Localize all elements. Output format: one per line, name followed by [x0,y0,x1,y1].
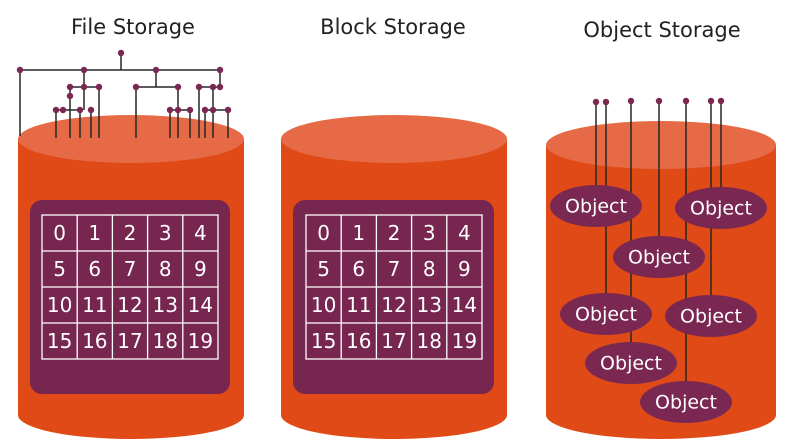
file-storage-title: File Storage [71,15,195,39]
object-node-1: Object [550,185,642,227]
object-ellipse [640,381,732,423]
object-node-3: Object [613,236,705,278]
block-grid-cell-8: 8 [423,257,436,281]
object-ellipse [550,185,642,227]
block-grid-cell-14: 14 [452,293,477,317]
object-node-2: Object [675,187,767,229]
block-grid-cell-13: 13 [416,293,441,317]
object-node-4: Object [560,293,652,335]
block-grid-cell-11: 11 [346,293,371,317]
file-grid-panel [30,200,230,394]
file-grid-cell-9: 9 [194,257,207,281]
file-grid-cell-1: 1 [88,221,101,245]
file-tree-nodes [16,49,232,114]
object-cylinder-top [546,121,776,169]
block-grid-cell-9: 9 [458,257,471,281]
object-ellipse [675,187,767,229]
file-grid-cell-8: 8 [159,257,172,281]
block-grid-cell-12: 12 [381,293,406,317]
file-cylinder-top [18,115,244,163]
block-grid-cell-18: 18 [416,329,441,353]
object-label: Object [628,247,690,269]
block-grid-cell-1: 1 [352,221,365,245]
file-grid-cell-14: 14 [188,293,213,317]
file-grid-cell-12: 12 [117,293,142,317]
object-node-6: Object [585,342,677,384]
object-ellipse [560,293,652,335]
block-grid-cell-17: 17 [381,329,406,353]
block-grid-cell-5: 5 [317,257,330,281]
block-grid-cell-7: 7 [388,257,401,281]
file-grid-cell-16: 16 [82,329,107,353]
block-grid-cell-16: 16 [346,329,371,353]
object-node-7: Object [640,381,732,423]
file-grid-cell-18: 18 [152,329,177,353]
block-cylinder-top [281,115,507,163]
object-label: Object [655,392,717,414]
file-grid-cell-11: 11 [82,293,107,317]
object-connector-nodes [592,97,725,106]
object-ellipse [585,342,677,384]
file-grid-cell-17: 17 [117,329,142,353]
object-storage-title: Object Storage [583,18,740,42]
file-grid-cell-4: 4 [194,221,207,245]
file-grid-cell-3: 3 [159,221,172,245]
object-label: Object [565,196,627,218]
file-grid-cell-0: 0 [53,221,66,245]
object-label: Object [680,306,742,328]
block-grid-cell-2: 2 [388,221,401,245]
object-label: Object [575,304,637,326]
block-grid-cell-10: 10 [311,293,336,317]
file-grid-cell-5: 5 [53,257,66,281]
object-ellipse [665,295,757,337]
block-grid-cell-3: 3 [423,221,436,245]
file-grid-cell-6: 6 [88,257,101,281]
file-grid-cell-7: 7 [124,257,137,281]
block-grid-cell-19: 19 [452,329,477,353]
block-grid-cell-6: 6 [352,257,365,281]
file-grid-cell-15: 15 [47,329,72,353]
block-grid-cell-15: 15 [311,329,336,353]
object-ellipse [613,236,705,278]
file-grid-cell-2: 2 [124,221,137,245]
file-grid-cell-13: 13 [152,293,177,317]
file-grid-cell-10: 10 [47,293,72,317]
object-label: Object [600,353,662,375]
object-node-5: Object [665,295,757,337]
object-label: Object [690,198,752,220]
file-grid-cell-19: 19 [188,329,213,353]
block-grid-cell-4: 4 [458,221,471,245]
block-storage-title: Block Storage [320,15,466,39]
block-grid-cell-0: 0 [317,221,330,245]
block-grid-panel [293,200,494,394]
